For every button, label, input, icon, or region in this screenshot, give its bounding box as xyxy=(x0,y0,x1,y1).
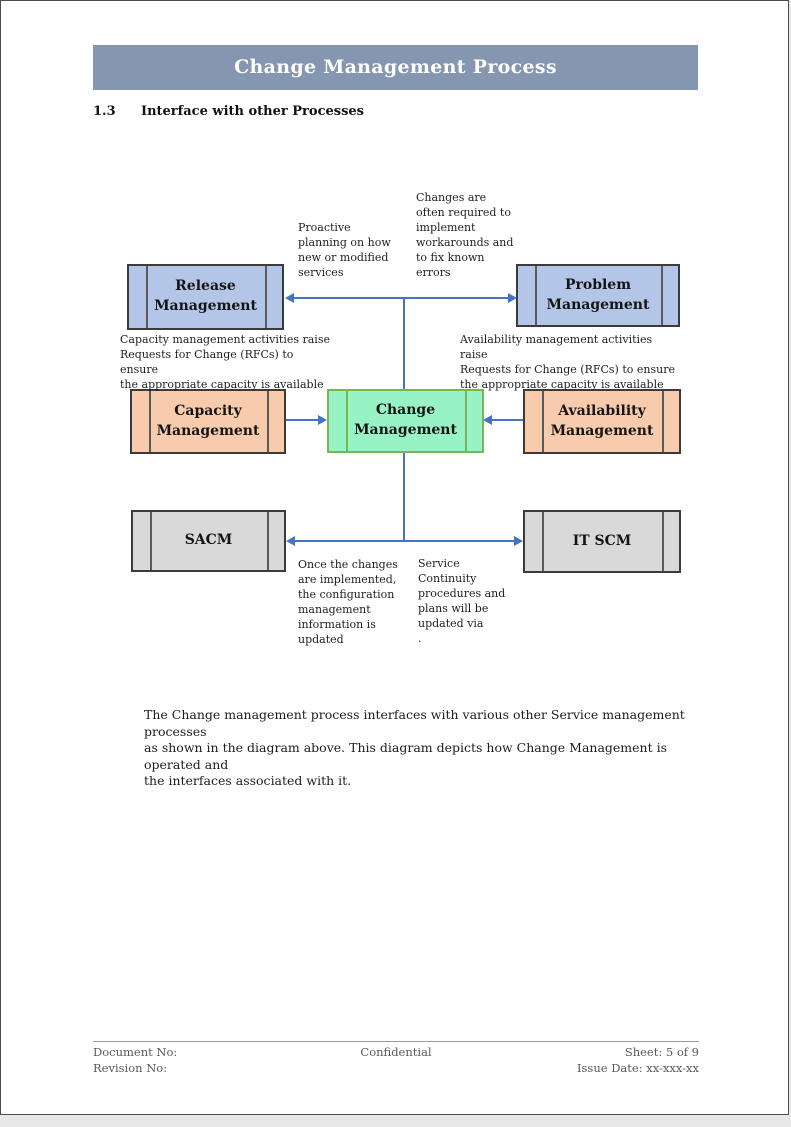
connector-top-to-change-line xyxy=(403,298,405,389)
arrowhead-to-change-left-icon xyxy=(318,415,327,425)
section-heading: 1.3 Interface with other Processes xyxy=(93,104,653,119)
annotation-changes-required: Changes are often required to implement … xyxy=(416,191,514,279)
node-change-management: Change Management xyxy=(327,389,484,453)
connector-release-problem-line xyxy=(292,297,510,299)
annotation-service-continuity: Service Continuity procedures and plans … xyxy=(418,557,506,645)
footer-confidential: Confidential xyxy=(360,1045,432,1059)
connector-change-to-bottom-line xyxy=(403,453,405,541)
node-it-scm: IT SCM xyxy=(523,510,681,573)
node-capacity-management: Capacity Management xyxy=(130,389,286,454)
annotation-capacity-rfc: Capacity management activities raise Req… xyxy=(120,333,330,391)
section-number: 1.3 xyxy=(93,104,116,119)
arrowhead-to-release-icon xyxy=(285,293,294,303)
node-release-management: Release Management xyxy=(127,264,284,330)
footer-divider xyxy=(93,1041,699,1042)
title-banner: Change Management Process xyxy=(93,45,698,90)
footer-document-no: Document No: xyxy=(93,1045,178,1059)
arrowhead-to-change-right-icon xyxy=(483,415,492,425)
node-availability-management: Availability Management xyxy=(523,389,681,454)
node-sacm: SACM xyxy=(131,510,286,572)
annotation-proactive-planning: Proactive planning on how new or modifie… xyxy=(298,221,391,279)
arrowhead-to-sacm-icon xyxy=(286,536,295,546)
annotation-availability-rfc: Availability management activities raise… xyxy=(460,333,675,391)
body-paragraph: The Change management process interfaces… xyxy=(144,707,685,788)
arrowhead-to-problem-icon xyxy=(508,293,517,303)
node-problem-management: Problem Management xyxy=(516,264,680,327)
footer-issue-date: Issue Date: xx-xxx-xx xyxy=(576,1061,699,1075)
footer-revision-no: Revision No: xyxy=(93,1061,168,1075)
connector-sacm-itscm-line xyxy=(293,540,515,542)
arrowhead-to-itscm-icon xyxy=(514,536,523,546)
connector-availability-change-line xyxy=(491,419,523,421)
connector-capacity-change-line xyxy=(286,419,320,421)
footer-sheet-number: Sheet: 5 of 9 xyxy=(624,1045,699,1059)
annotation-configuration-updated: Once the changes are implemented, the co… xyxy=(298,558,398,646)
section-title: Interface with other Processes xyxy=(141,104,364,119)
